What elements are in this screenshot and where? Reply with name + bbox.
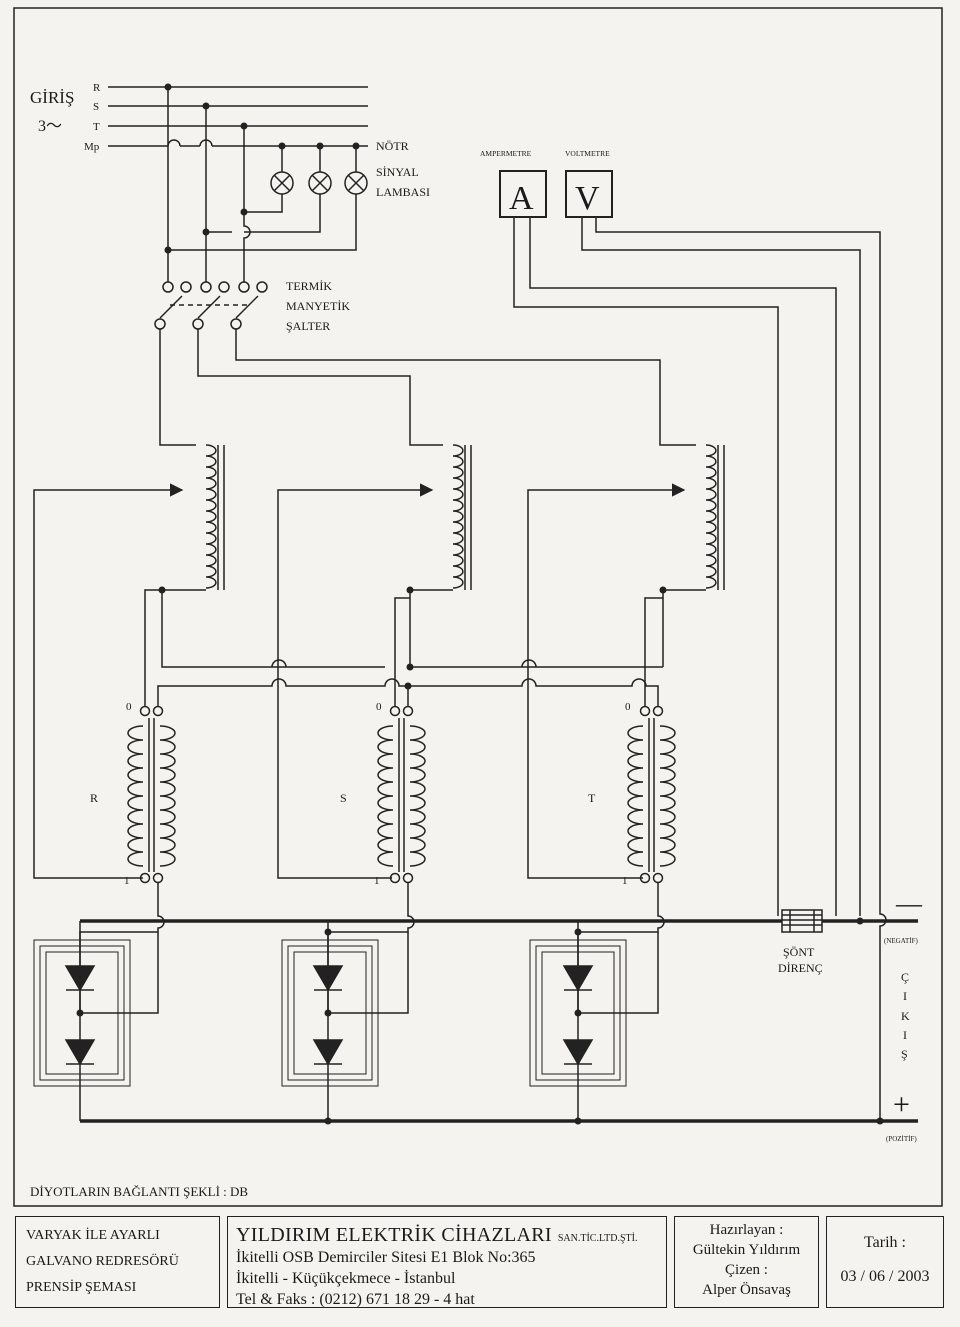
voltmeter-box xyxy=(565,170,613,218)
transformer-T xyxy=(627,705,676,884)
drawn-by: Alper Önsavaş xyxy=(702,1282,791,1298)
output-minus: — xyxy=(895,889,923,918)
transformer-s-phase: S xyxy=(340,791,347,805)
drawn-label: Çizen : xyxy=(725,1262,768,1278)
shunt-resistor xyxy=(781,909,823,933)
variac-outputs xyxy=(144,589,706,706)
variac-S xyxy=(452,444,472,590)
transformer-s-tap-top: 0 xyxy=(376,701,382,713)
transformer-r-tap-bottom: 1 xyxy=(124,875,130,887)
input-title: GİRİŞ xyxy=(30,88,74,107)
title-line-3: PRENSİP ŞEMASI xyxy=(26,1280,137,1295)
title-block-company: YILDIRIM ELEKTRİK CİHAZLARI SAN.TİC.LTD.Ş… xyxy=(227,1216,667,1308)
phase-note: 3～ xyxy=(38,118,62,135)
transformer-s-tap-bottom: 1 xyxy=(374,875,380,887)
voltmeter-caption: VOLTMETRE xyxy=(565,149,610,158)
shunt-label-1: ŞÖNT xyxy=(783,945,815,959)
line-label-t: T xyxy=(93,121,100,133)
title-line-1: VARYAK İLE AYARLI xyxy=(26,1228,160,1243)
variac-feed xyxy=(159,329,696,446)
variac-wiper-S xyxy=(277,483,434,879)
variac-wiper-T xyxy=(527,483,686,879)
title-line-2: GALVANO REDRESÖRÜ xyxy=(26,1254,179,1269)
transformer-r-tap-top: 0 xyxy=(126,701,132,713)
output-letter-4: I xyxy=(903,1028,907,1042)
signal-lamp-label-1: SİNYAL xyxy=(376,165,419,179)
address-line-1: İkitelli OSB Demirciler Sitesi E1 Blok N… xyxy=(236,1249,536,1266)
prepared-by: Gültekin Yıldırım xyxy=(692,1242,801,1258)
neutral-label: NÖTR xyxy=(376,139,409,153)
breaker-label-3: ŞALTER xyxy=(286,319,330,333)
date-label: Tarih : xyxy=(864,1234,906,1251)
output-plus: + xyxy=(893,1088,910,1121)
title-block-name: VARYAK İLE AYARLI GALVANO REDRESÖRÜ PREN… xyxy=(15,1216,220,1308)
breaker xyxy=(154,281,268,330)
drawing-frame xyxy=(13,7,943,1207)
meter-wiring xyxy=(513,217,887,1121)
ammeter-symbol: A xyxy=(509,180,534,217)
transformer-S xyxy=(377,705,426,884)
phase-drops xyxy=(167,87,251,282)
breaker-label-1: TERMİK xyxy=(286,279,332,293)
voltmeter-symbol: V xyxy=(575,180,600,217)
diode-connection-note: DİYOTLARIN BAĞLANTI ŞEKLİ : DB xyxy=(30,1184,248,1199)
company-suffix: SAN.TİC.LTD.ŞTİ. xyxy=(557,1233,638,1244)
output-negative-label: (NEGATİF) xyxy=(884,937,918,945)
company-name: YILDIRIM ELEKTRİK CİHAZLARI xyxy=(236,1224,552,1246)
output-letter-3: K xyxy=(901,1009,910,1023)
prepared-label: Hazırlayan : xyxy=(709,1222,784,1238)
signal-lamp-label-2: LAMBASI xyxy=(376,185,430,199)
transformer-r-phase: R xyxy=(90,791,98,805)
secondary-drops xyxy=(79,883,665,1014)
title-block-date: Tarih : 03 / 06 / 2003 xyxy=(826,1216,944,1308)
variac-wiper-R xyxy=(33,483,184,879)
output-letter-1: Ç xyxy=(901,970,909,984)
line-label-r: R xyxy=(93,82,101,94)
shunt-label-2: DİRENÇ xyxy=(778,961,823,975)
variac-R xyxy=(205,444,225,590)
ammeter-caption: AMPERMETRE xyxy=(480,149,532,158)
ammeter-box xyxy=(499,170,547,218)
address-line-3: Tel & Faks : (0212) 671 18 29 - 4 hat xyxy=(236,1291,475,1308)
transformer-R xyxy=(127,705,176,884)
date-value: 03 / 06 / 2003 xyxy=(840,1268,930,1285)
transformer-t-tap-bottom: 1 xyxy=(622,875,628,887)
output-letter-2: I xyxy=(903,989,907,1003)
diodes xyxy=(64,921,594,1121)
transformer-t-tap-top: 0 xyxy=(625,701,631,713)
transformer-t-phase: T xyxy=(588,791,596,805)
variac-T xyxy=(705,444,725,590)
line-label-s: S xyxy=(93,101,99,113)
line-label-mp: Mp xyxy=(84,141,100,153)
breaker-label-2: MANYETİK xyxy=(286,299,350,313)
signal-lamps xyxy=(244,146,368,251)
title-block-prepared: Hazırlayan : Gültekin Yıldırım Çizen : A… xyxy=(674,1216,819,1308)
input-bus-lines xyxy=(108,86,368,147)
output-letter-5: Ş xyxy=(901,1047,908,1061)
address-line-2: İkitelli - Küçükçekmece - İstanbul xyxy=(236,1270,456,1287)
junction-dots xyxy=(76,83,884,1125)
output-positive-label: (POZİTİF) xyxy=(886,1135,917,1143)
